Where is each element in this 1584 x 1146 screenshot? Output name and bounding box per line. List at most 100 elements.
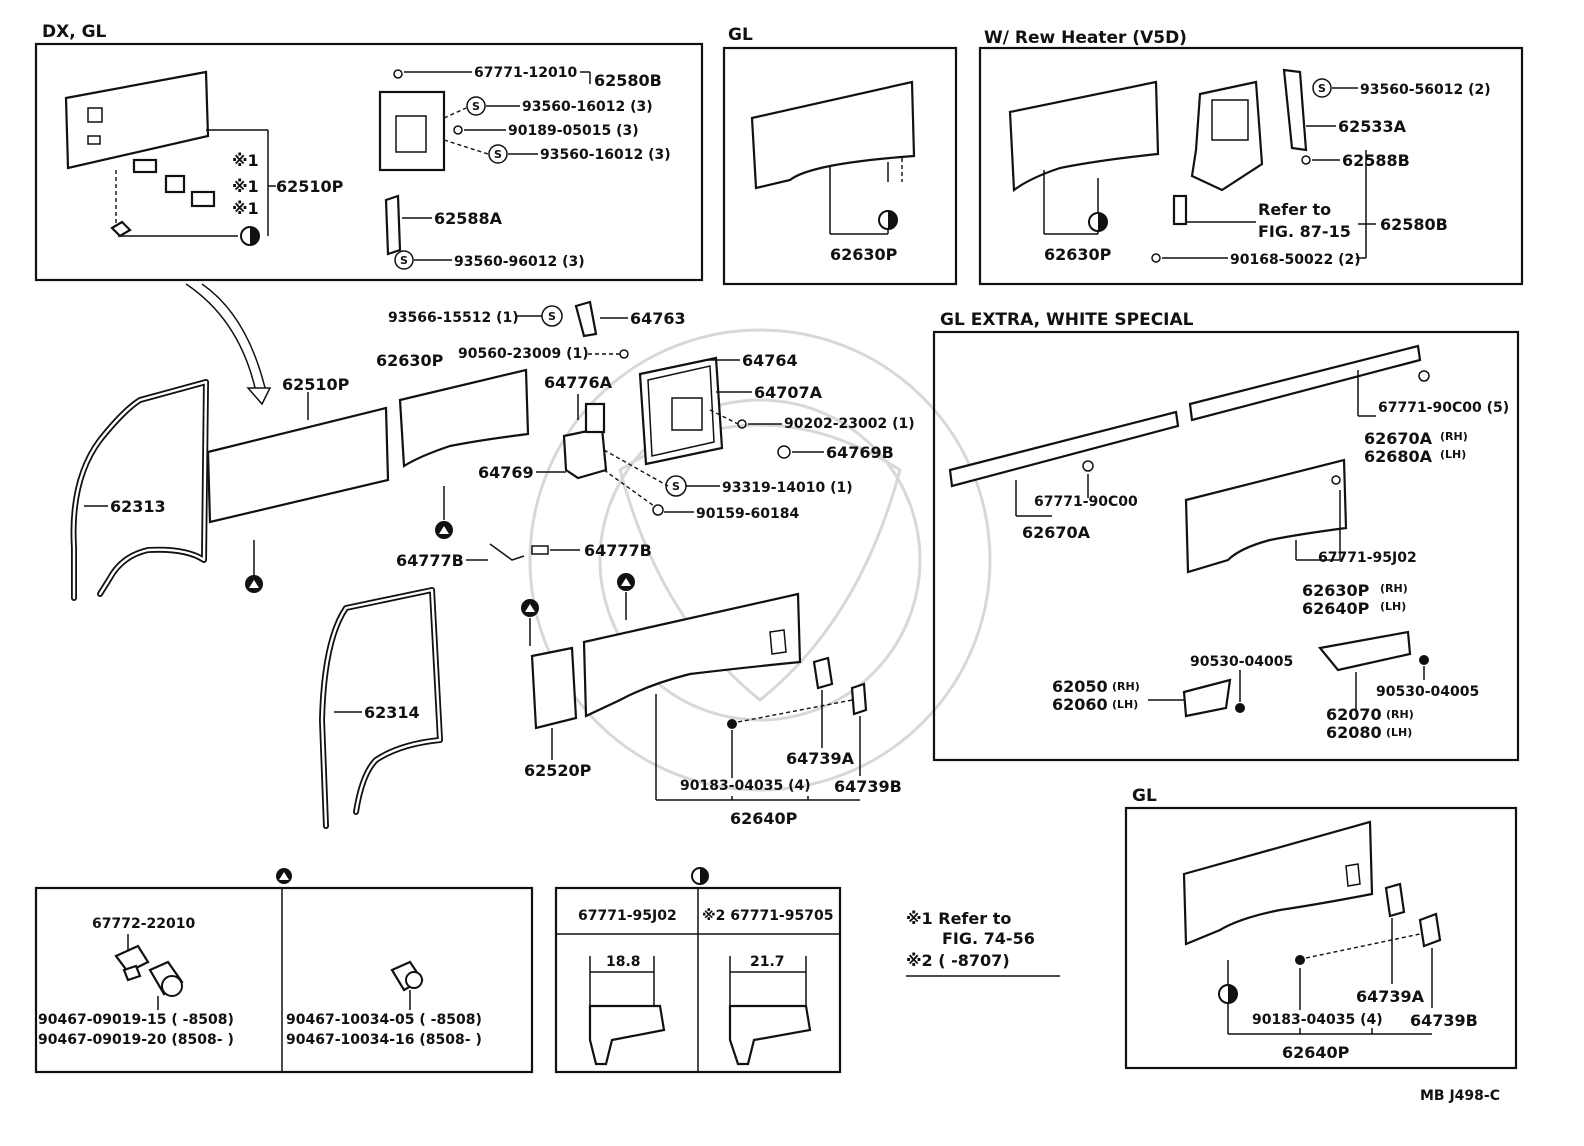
note-2: ※2 ( -8707) [906, 951, 1010, 970]
part-62533A: 62533A [1338, 117, 1407, 136]
hook-64739B [850, 682, 868, 716]
svg-text:(RH): (RH) [1380, 582, 1408, 595]
part-67772-22010: 67772-22010 [92, 916, 195, 932]
part-90467-09019-15: 90467-09019-15 ( -8508) [38, 1012, 234, 1028]
svg-text:(RH): (RH) [1440, 430, 1468, 443]
trim-62070 [1317, 630, 1412, 672]
part-62050: 62050 [1052, 677, 1108, 696]
part-90530-04005-a: 90530-04005 [1190, 654, 1293, 670]
panel-62640P [582, 592, 802, 718]
part-64739A-main: 64739A [786, 749, 855, 768]
part-93566-15512: 93566-15512 (1) [388, 310, 519, 326]
panel-62630P-extra [1184, 458, 1348, 574]
part-62580B-heater: 62580B [1380, 215, 1448, 234]
clip-dim-2: 21.7 [750, 954, 785, 970]
moulding-62670A-rh [1188, 344, 1422, 422]
part-62070: 62070 [1326, 705, 1382, 724]
svg-text:(LH): (LH) [1386, 726, 1412, 739]
watermark-emblem [528, 328, 992, 792]
part-62314: 62314 [364, 703, 420, 722]
part-90189-05015: 90189-05015 (3) [508, 123, 639, 139]
part-62520P: 62520P [524, 761, 592, 780]
gl-extra-box [932, 330, 1520, 762]
gl-box-2 [1124, 806, 1518, 1070]
part-62588A: 62588A [434, 209, 503, 228]
svg-text:S: S [400, 254, 408, 267]
part-64739B-main: 64739B [834, 777, 902, 796]
note-1-line-2: FIG. 74-56 [942, 929, 1035, 948]
gl-header-1: GL [728, 25, 753, 45]
part-62670A-rh: 62670A [1364, 429, 1433, 448]
gl-box-1 [722, 46, 958, 286]
heater-duct [1190, 80, 1264, 192]
heater-panel [1008, 80, 1160, 193]
clip-drawing-a [114, 944, 184, 997]
part-62680A-lh: 62680A [1364, 447, 1433, 466]
moulding-62670A [948, 410, 1180, 488]
part-67771-95J02-extra: 67771-95J02 [1318, 550, 1417, 566]
part-62630P-gl1: 62630P [830, 245, 898, 264]
part-62630P-extra: 62630P [1302, 581, 1370, 600]
part-62580B-box: 62580B [594, 71, 662, 90]
callout-arrow [185, 283, 257, 393]
part-67771-90C00: 67771-90C00 [1034, 494, 1138, 510]
link-rod-64777B [489, 543, 525, 561]
part-64769B: 64769B [826, 443, 894, 462]
rew-heater-box [978, 46, 1524, 286]
dx-gl-panel-drawing [64, 70, 268, 238]
clip-col-2: ※2 67771-95705 [702, 908, 833, 924]
escutcheon-64764 [638, 356, 724, 466]
weatherstrip-62313 [70, 379, 209, 601]
part-64776A: 64776A [544, 373, 613, 392]
panel-62520P [530, 646, 578, 730]
svg-text:※1: ※1 [232, 177, 259, 196]
clip-drawing-b [390, 960, 424, 992]
svg-text:(RH): (RH) [1386, 708, 1414, 721]
clip-col-1: 67771-95J02 [578, 908, 677, 924]
svg-text:(LH): (LH) [1380, 600, 1406, 613]
bracket-62533A [1282, 68, 1308, 152]
hook-64739A [812, 656, 834, 690]
clip-drawing-c [588, 1004, 666, 1066]
note-1-line-1: ※1 Refer to [906, 909, 1011, 928]
part-93560-16012-b: 93560-16012 (3) [540, 147, 671, 163]
svg-text:S: S [494, 148, 502, 161]
part-90467-10034-16: 90467-10034-16 (8508- ) [286, 1032, 482, 1048]
bracket-62588A [384, 194, 402, 256]
heater-refer-fig: FIG. 87-15 [1258, 222, 1351, 241]
part-62640P-gl2: 62640P [1282, 1043, 1350, 1062]
diagram-reference: MB J498-C [1420, 1088, 1500, 1104]
svg-text:(RH): (RH) [1112, 680, 1140, 693]
part-90202-23002: 90202-23002 (1) [784, 416, 915, 432]
part-93560-96012: 93560-96012 (3) [454, 254, 585, 270]
part-62313: 62313 [110, 497, 166, 516]
part-64739B-gl2: 64739B [1410, 1011, 1478, 1030]
hook-64739A-gl2 [1384, 882, 1406, 918]
handle-64769 [562, 426, 608, 480]
part-67771-12010: 67771-12010 [474, 65, 577, 81]
part-93560-16012-a: 93560-16012 (3) [522, 99, 653, 115]
dx-gl-header: DX, GL [42, 22, 107, 42]
svg-text:S: S [1318, 82, 1326, 95]
part-62510P-main: 62510P [282, 375, 350, 394]
part-67771-90C00-5: 67771-90C00 (5) [1378, 400, 1509, 416]
part-90467-09019-20: 90467-09019-20 (8508- ) [38, 1032, 234, 1048]
gl1-panel [750, 80, 916, 190]
part-62588B: 62588B [1342, 151, 1410, 170]
part-93560-56012: 93560-56012 (2) [1360, 82, 1491, 98]
clip-drawing-d [728, 1004, 812, 1066]
clip-dim-1: 18.8 [606, 954, 641, 970]
clip-box-a [34, 886, 534, 1074]
part-90183-04035-main: 90183-04035 (4) [680, 778, 811, 794]
part-90530-04005-b: 90530-04005 [1376, 684, 1479, 700]
svg-text:S: S [548, 310, 556, 323]
part-64739A-gl2: 64739A [1356, 987, 1425, 1006]
part-90467-10034-05: 90467-10034-05 ( -8508) [286, 1012, 482, 1028]
part-90183-04035-gl2: 90183-04035 (4) [1252, 1012, 1383, 1028]
gl-extra-header: GL EXTRA, WHITE SPECIAL [940, 310, 1194, 330]
part-62060: 62060 [1052, 695, 1108, 714]
part-90159-60184: 90159-60184 [696, 506, 799, 522]
part-62630P-main: 62630P [376, 351, 444, 370]
